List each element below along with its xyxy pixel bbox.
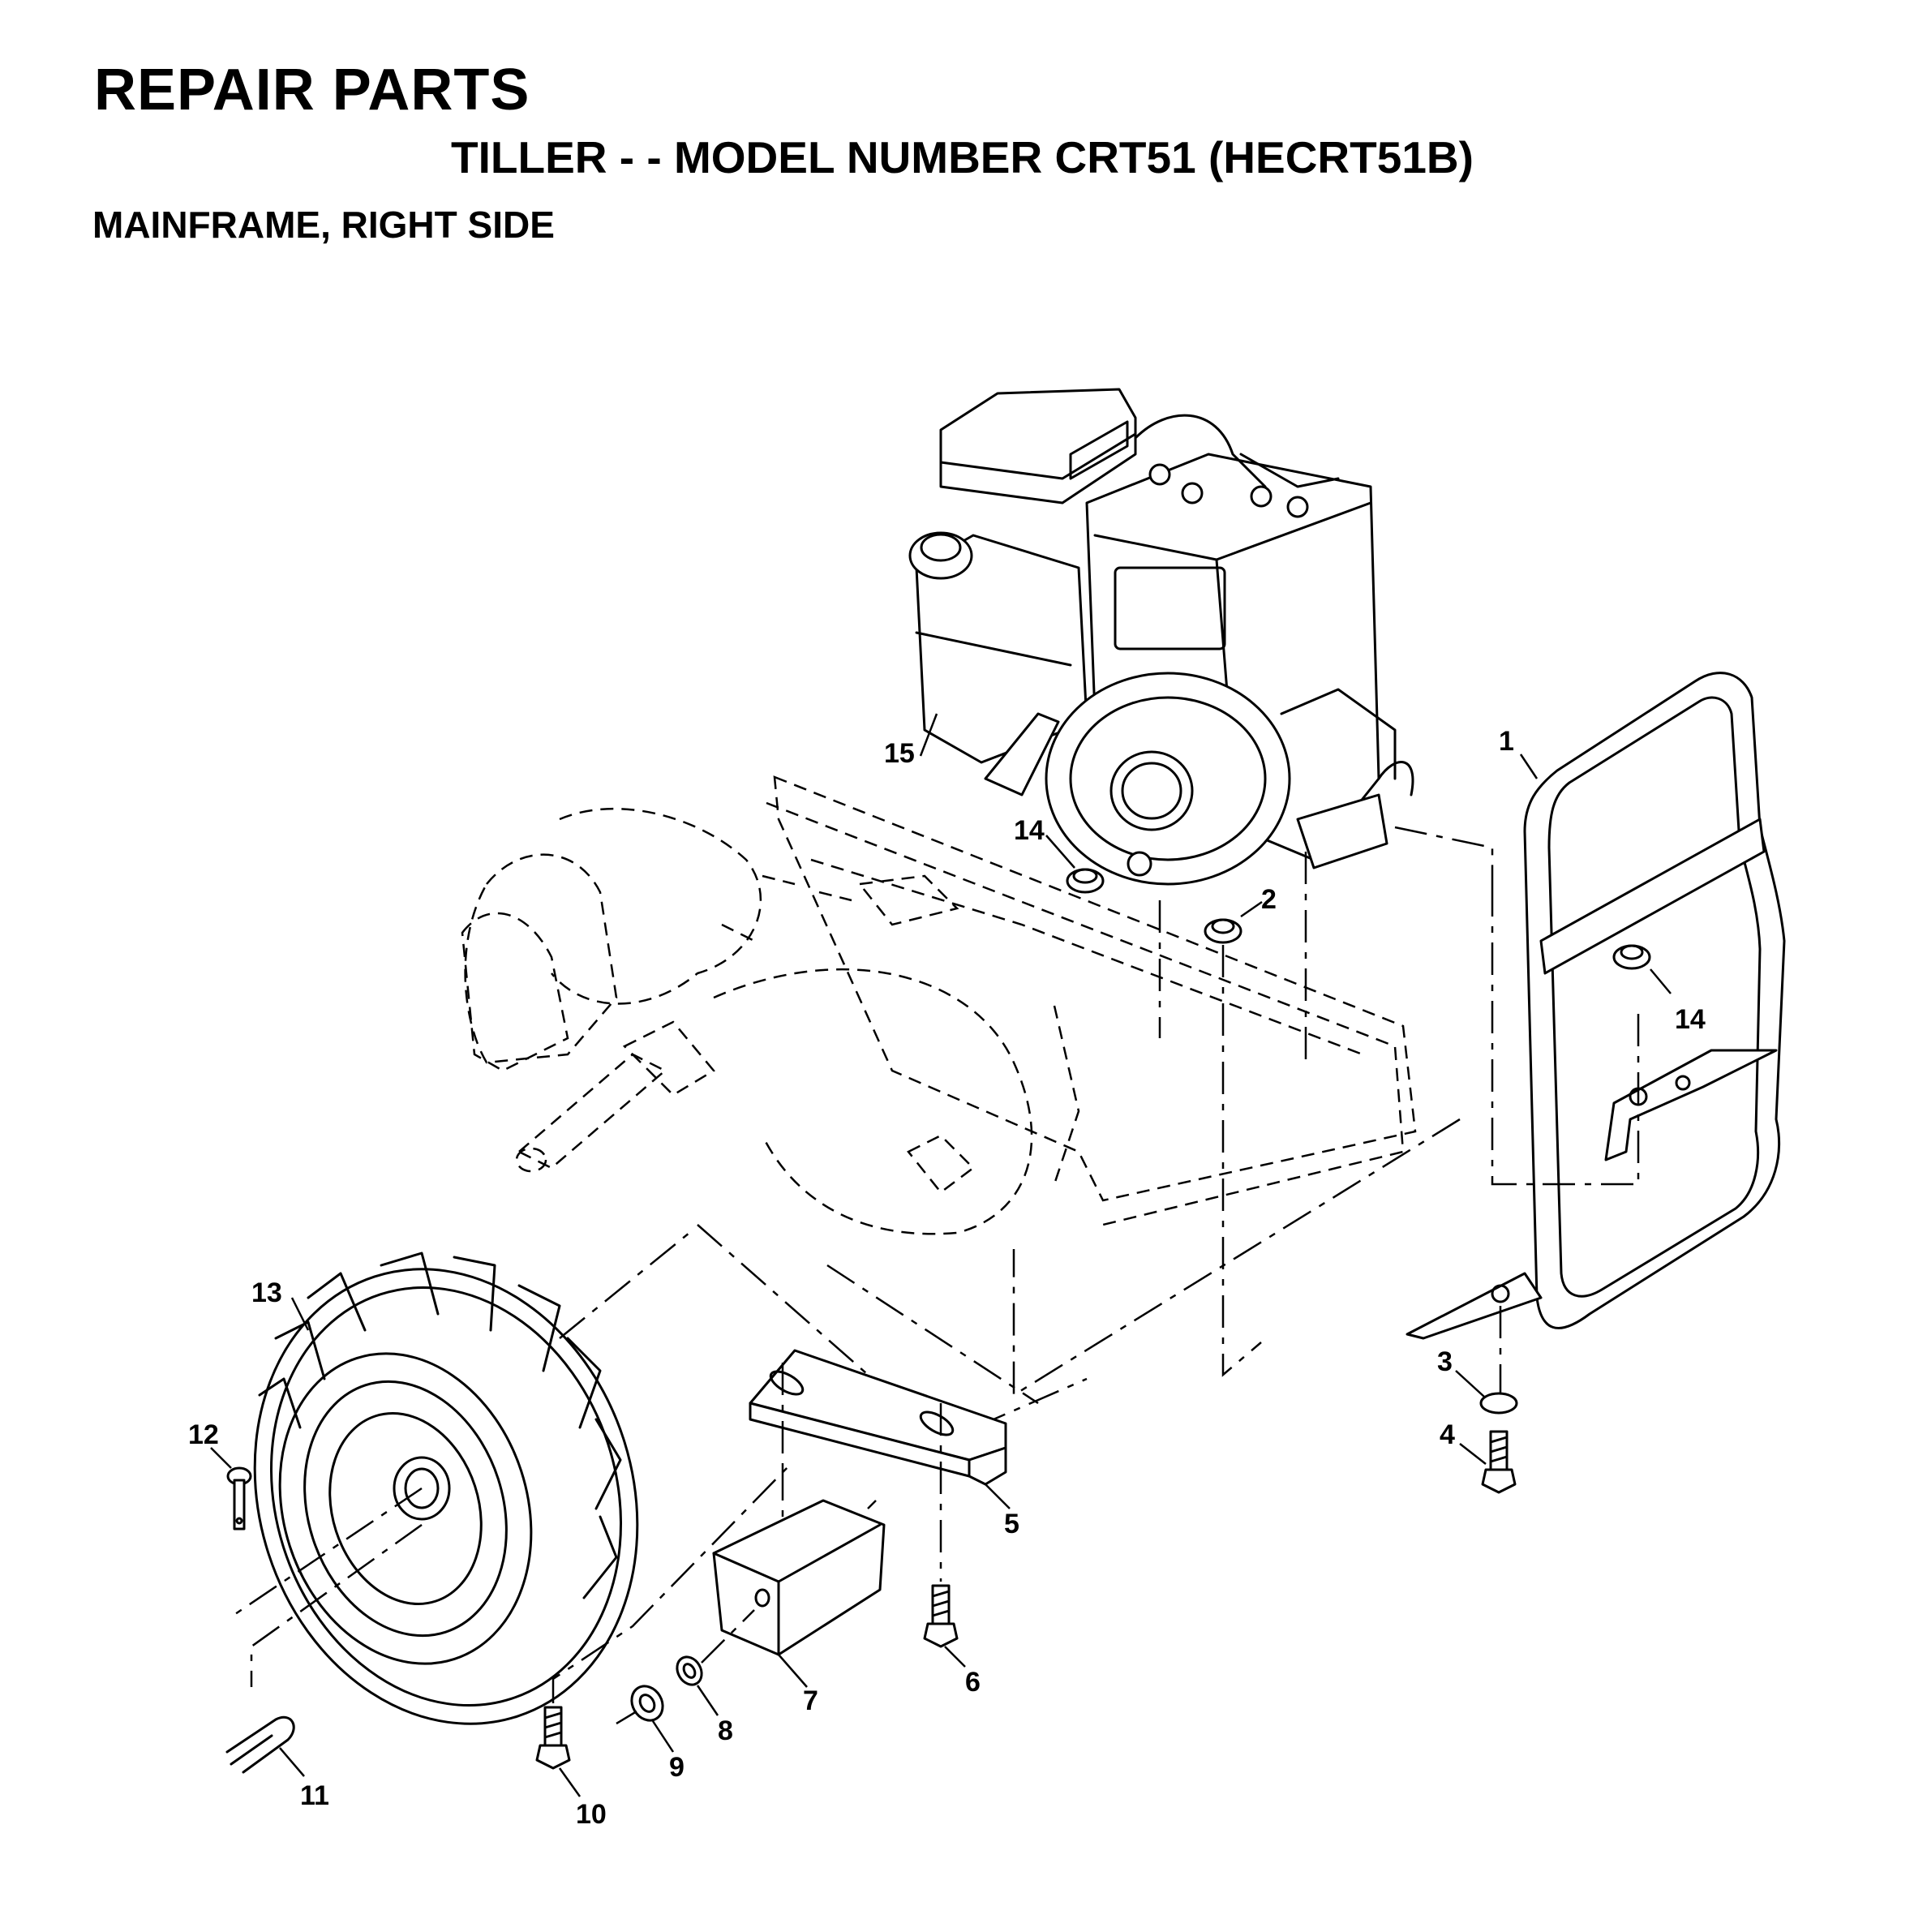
weight-7: [712, 1499, 886, 1656]
section-heading: MAINFRAME, RIGHT SIDE: [92, 204, 555, 246]
leader-3: [1455, 1370, 1485, 1397]
callout-1: 1: [1499, 726, 1514, 757]
tire-wheel-13: [253, 1252, 639, 1725]
callout-12: 12: [188, 1419, 219, 1450]
bolt-10: [535, 1706, 571, 1770]
bolt-4: [1481, 1430, 1517, 1494]
wheel-clip-line: [250, 1523, 423, 1687]
leader-14b: [1650, 968, 1672, 994]
leader-11: [279, 1747, 305, 1777]
callout-14a: 14: [1014, 815, 1045, 846]
callout-9: 9: [669, 1752, 685, 1783]
wheel-pin-line: [234, 1487, 423, 1616]
hairpin-clip-11: [225, 1715, 295, 1774]
flange-nut-14-right: [1612, 944, 1651, 970]
leader-4: [1459, 1443, 1487, 1465]
weight-line: [867, 1500, 877, 1509]
leader-7: [778, 1654, 808, 1688]
leader-1: [1519, 753, 1539, 779]
callout-2: 2: [1261, 884, 1277, 915]
lock-washer-8: [676, 1655, 703, 1686]
bolt-10-line: [551, 1463, 792, 1703]
nut-2-line: [1221, 945, 1262, 1377]
nut-9-line: [616, 1710, 637, 1725]
callout-3: 3: [1437, 1346, 1453, 1377]
clevis-pin-12: [226, 1466, 252, 1531]
nut-2: [1204, 918, 1242, 944]
bolt-6: [923, 1584, 959, 1648]
leader-8: [696, 1685, 719, 1716]
mount-line-3: [1394, 826, 1494, 884]
washer-3: [1479, 1392, 1518, 1415]
callout-7: 7: [803, 1685, 818, 1716]
flange-nut-14-upper: [1066, 868, 1105, 894]
callout-4: 4: [1440, 1419, 1455, 1450]
model-subtitle: TILLER - - MODEL NUMBER CRT51 (HECRT51B): [451, 132, 1474, 182]
engine: [908, 388, 1414, 886]
frame-outline-2: [1012, 1118, 1461, 1397]
callout-5: 5: [1004, 1509, 1019, 1539]
bumper-line-a: [1491, 884, 1638, 1186]
leader-9: [651, 1720, 675, 1753]
page-title: REPAIR PARTS: [94, 58, 530, 122]
leader-14a: [1045, 835, 1075, 869]
callout-8: 8: [718, 1715, 733, 1746]
leader-2: [1240, 900, 1263, 918]
callout-14b: 14: [1675, 1004, 1706, 1035]
callout-13: 13: [251, 1277, 282, 1308]
leader-15: [919, 713, 938, 757]
wheel-axle-line: [559, 1232, 690, 1339]
leader-10: [558, 1767, 582, 1797]
leader-5: [985, 1483, 1011, 1509]
leader-6: [944, 1646, 966, 1668]
leader-13: [290, 1297, 310, 1331]
nut-9: [630, 1685, 664, 1722]
front-bumper-1: [1406, 672, 1786, 1340]
callout-11: 11: [300, 1780, 329, 1811]
callout-10: 10: [576, 1799, 607, 1830]
callout-15: 15: [884, 738, 915, 769]
leader-12: [210, 1447, 232, 1469]
washer-8-line: [701, 1609, 755, 1664]
bracket-5: [749, 1349, 1007, 1486]
mainframe-ghost: [461, 775, 1417, 1235]
callout-6: 6: [965, 1667, 981, 1698]
